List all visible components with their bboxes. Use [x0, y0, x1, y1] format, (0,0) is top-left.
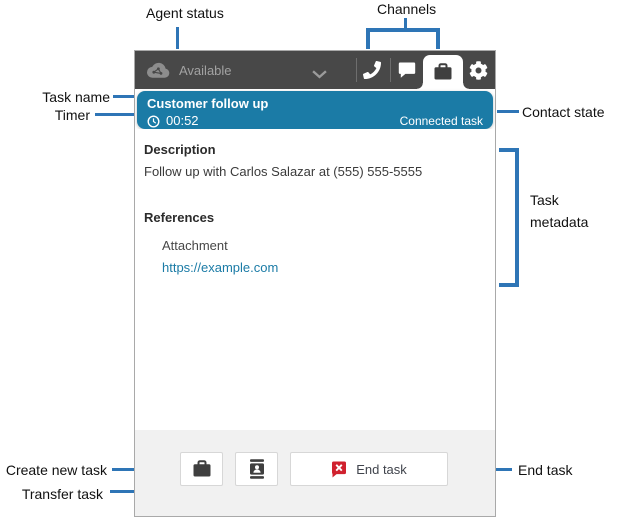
contact-state: Connected task [399, 114, 483, 128]
annotation-task-name: Task name [42, 89, 110, 105]
annotation-end-task: End task [518, 462, 573, 478]
annotation-task-metadata-line2: metadata [530, 214, 589, 230]
annotation-line-timer [95, 113, 134, 116]
briefcase-icon [433, 63, 453, 81]
annotation-agent-status: Agent status [146, 5, 224, 21]
annotation-line-contact-state [497, 110, 519, 113]
annotation-bracket-task-metadata-top [499, 148, 519, 152]
annotation-task-metadata: Task metadata [530, 189, 588, 233]
task-detail-panel: Description Follow up with Carlos Salaza… [135, 129, 495, 430]
description-heading: Description [144, 142, 216, 157]
end-task-button[interactable]: End task [290, 452, 448, 486]
gear-icon[interactable] [468, 60, 488, 80]
task-name: Customer follow up [147, 96, 269, 111]
annotation-line-channels-top [366, 28, 440, 32]
create-new-task-button[interactable] [180, 452, 223, 486]
agent-status-selector[interactable]: Available [146, 51, 232, 89]
clock-icon [147, 115, 160, 128]
ccp-footer: End task [135, 430, 495, 516]
description-text: Follow up with Carlos Salazar at (555) 5… [144, 164, 423, 179]
ccp-widget: Available [134, 50, 496, 517]
end-task-x-icon [331, 461, 347, 478]
references-heading: References [144, 210, 215, 225]
phone-icon[interactable] [362, 60, 382, 80]
annotation-line-task-name [113, 95, 134, 98]
chevron-down-icon[interactable] [312, 66, 327, 84]
chat-bubble-icon[interactable] [397, 60, 417, 80]
annotation-channels: Channels [377, 1, 437, 17]
annotation-contact-state: Contact state [522, 104, 605, 120]
annotation-line-channels-stem [404, 18, 407, 29]
connect-cloud-icon [146, 62, 170, 79]
task-timer: 00:52 [166, 113, 199, 128]
attachment-label: Attachment [162, 238, 228, 253]
briefcase-icon [192, 460, 212, 478]
header-divider [390, 58, 391, 82]
reference-link[interactable]: https://example.com [162, 260, 279, 275]
ccp-header: Available [135, 51, 495, 89]
annotation-task-metadata-line1: Task [530, 192, 559, 208]
annotation-line-channels-left [366, 28, 370, 49]
annotation-bracket-task-metadata-bottom [499, 283, 519, 287]
annotation-transfer-task: Transfer task [21, 486, 103, 502]
tab-task-channel[interactable] [417, 55, 469, 89]
agent-status-label: Available [179, 62, 232, 78]
annotation-timer: Timer [54, 107, 90, 123]
header-divider [356, 58, 357, 82]
transfer-contact-icon [247, 459, 267, 479]
end-task-button-label: End task [356, 461, 407, 477]
annotation-create-new-task: Create new task [5, 462, 107, 478]
annotation-bracket-task-metadata-vertical [515, 148, 519, 287]
task-contact-bar[interactable]: Customer follow up 00:52 Connected task [137, 91, 493, 129]
annotation-line-channels-right [436, 28, 440, 49]
annotation-line-agent-status [176, 27, 179, 49]
transfer-task-button[interactable] [235, 452, 278, 486]
